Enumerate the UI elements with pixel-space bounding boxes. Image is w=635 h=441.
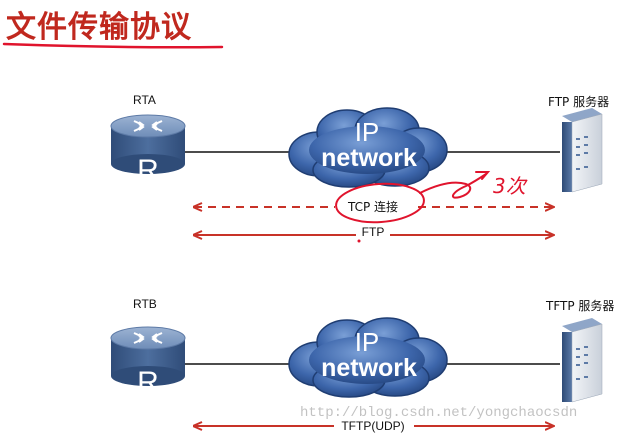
cloud-label-line2: network [321,144,417,172]
server-label: FTP 服务器 [548,95,610,109]
cloud-label-line1: IP [355,327,380,357]
router-name-label: RTB [133,297,157,311]
watermark: http://blog.csdn.net/yongchaocsdn [300,405,578,421]
router-name-label: RTA [133,93,156,107]
slide-title: 文件传输协议 [6,10,192,45]
tftp-label-bg [334,416,414,434]
router-letter: R [137,154,159,187]
ftp-label-bg [356,223,390,241]
pen-dot [357,239,361,243]
cloud-label-line2: network [321,354,417,382]
router-letter: R [137,366,159,399]
cloud-label-line1: IP [355,117,380,147]
server-icon [561,317,603,403]
handwritten-note: 3次 [493,174,528,198]
tcp-label-bg [335,196,415,216]
server-label: TFTP 服务器 [546,299,615,313]
handwritten-circle [335,182,425,224]
ftp-protocol-label: FTP [362,225,385,239]
tftp-protocol-label: TFTP(UDP) [341,419,404,433]
handwritten-arrow [419,173,487,199]
title-underline [2,42,224,49]
tcp-connection-label: TCP 连接 [347,199,398,214]
server-icon [561,107,603,193]
handwritten-arrowhead [475,171,491,180]
